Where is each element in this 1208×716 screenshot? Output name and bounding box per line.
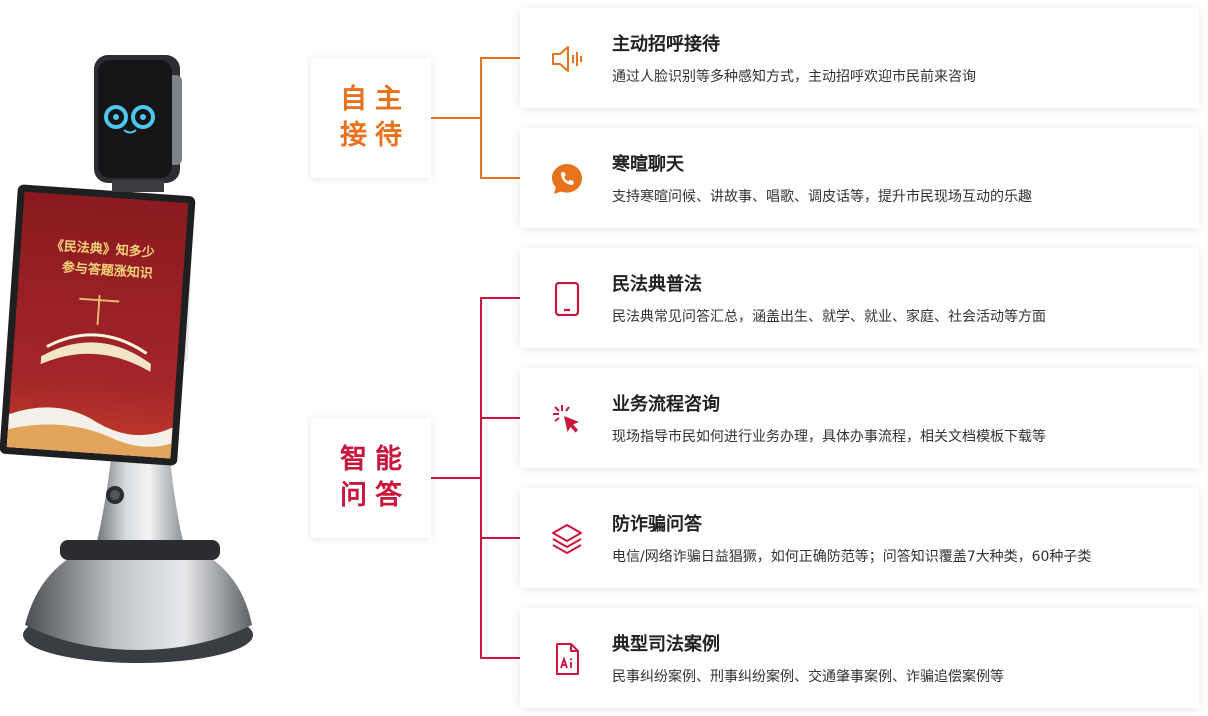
speaker-icon <box>552 46 582 72</box>
category-label: 自主接待 <box>340 84 410 151</box>
feature-title: 防诈骗问答 <box>612 514 702 535</box>
feature-card-judicial-cases: 典型司法案例 民事纠纷案例、刑事纠纷案例、交通肇事案例、诈骗追偿案例等 <box>520 608 1199 708</box>
tablet-icon <box>554 282 580 316</box>
category-label: 智能问答 <box>340 444 410 511</box>
category-smart-qa: 智能问答 <box>311 418 431 538</box>
layers-icon <box>552 524 582 554</box>
connector-line <box>480 657 520 659</box>
feature-title: 寒暄聊天 <box>612 154 684 175</box>
connector-line <box>431 477 481 479</box>
robot-illustration: 《民法典》知多少 参与答题涨知识 <box>0 55 253 663</box>
feature-desc: 民事纠纷案例、刑事纠纷案例、交通肇事案例、诈骗追偿案例等 <box>612 669 1004 685</box>
connector-line <box>480 297 520 299</box>
connector-line <box>480 57 482 178</box>
feature-desc: 民法典常见问答汇总，涵盖出生、就学、就业、家庭、社会活动等方面 <box>612 309 1046 325</box>
feature-title: 业务流程咨询 <box>612 394 720 415</box>
connector-line <box>480 57 520 59</box>
feature-desc: 支持寒暄问候、讲故事、唱歌、调皮话等，提升市民现场互动的乐趣 <box>612 189 1032 205</box>
connector-line <box>480 177 520 179</box>
robot-screen-line2: 参与答题涨知识 <box>61 259 153 281</box>
feature-card-business-process: 业务流程咨询 现场指导市民如何进行业务办理，具体办事流程，相关文档模板下载等 <box>520 368 1199 468</box>
connector-line <box>480 297 482 659</box>
feature-card-anti-fraud: 防诈骗问答 电信/网络诈骗日益猖獗，如何正确防范等；问答知识覆盖7大种类，60种… <box>520 488 1199 588</box>
category-self-reception: 自主接待 <box>311 58 431 178</box>
feature-title: 主动招呼接待 <box>612 34 720 55</box>
feature-title: 典型司法案例 <box>612 634 720 655</box>
feature-desc: 现场指导市民如何进行业务办理，具体办事流程，相关文档模板下载等 <box>612 429 1046 445</box>
connector-line <box>480 537 520 539</box>
feature-desc: 通过人脸识别等多种感知方式，主动招呼欢迎市民前来咨询 <box>612 69 976 85</box>
feature-desc: 电信/网络诈骗日益猖獗，如何正确防范等；问答知识覆盖7大种类，60种子类 <box>612 549 1092 565</box>
feature-card-civil-code: 民法典普法 民法典常见问答汇总，涵盖出生、就学、就业、家庭、社会活动等方面 <box>520 248 1199 348</box>
feature-title: 民法典普法 <box>612 274 702 295</box>
connector-line <box>431 117 481 119</box>
cursor-click-icon <box>553 405 579 433</box>
connector-line <box>480 417 520 419</box>
phone-chat-icon <box>552 164 582 194</box>
feature-card-chat: 寒暄聊天 支持寒暄问候、讲故事、唱歌、调皮话等，提升市民现场互动的乐趣 <box>520 128 1199 228</box>
feature-card-greeting: 主动招呼接待 通过人脸识别等多种感知方式，主动招呼欢迎市民前来咨询 <box>520 8 1199 108</box>
ai-document-icon <box>556 643 579 675</box>
robot-screen-line1: 《民法典》知多少 <box>50 238 155 261</box>
